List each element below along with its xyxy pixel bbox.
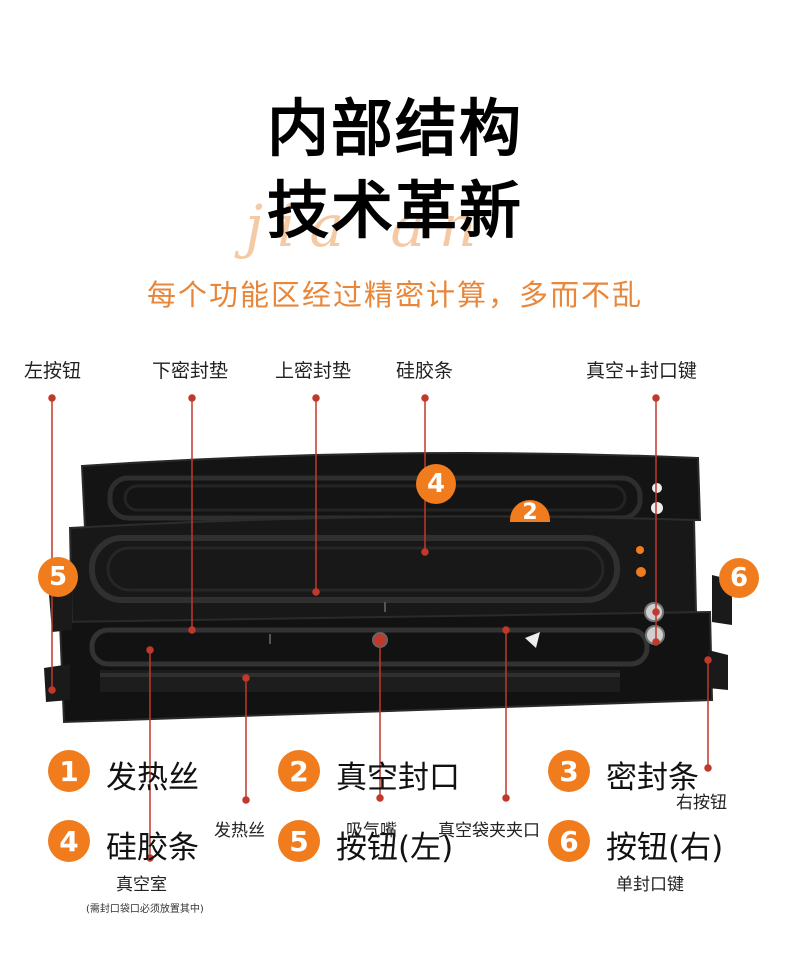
legend-badge-5: 5 (278, 820, 320, 862)
callout-air-nozzle: 吸气嘴 (346, 821, 397, 841)
callout-bag-clip: 真空袋夹夹口 (438, 821, 540, 841)
page-subtitle: 每个功能区经过精密计算，多而不乱 (146, 278, 643, 312)
legend-label-1: 发热丝 (106, 760, 199, 796)
callout-left-button: 左按钮 (24, 360, 82, 382)
decorative-script-text: jia an (245, 192, 491, 260)
legend-badge-1: 1 (48, 750, 90, 792)
image-badge-6: 6 (719, 558, 759, 598)
callout-lower-gasket: 下密封垫 (152, 360, 229, 382)
legend-label-6: 按钮(右) (606, 830, 724, 866)
image-badge-4: 4 (416, 464, 456, 504)
callout-single-seal-key: 单封口键 (616, 875, 684, 895)
page-title-line-2: 技术革新 (266, 174, 523, 247)
legend-label-2: 真空封口 (336, 760, 460, 796)
legend-label-5: 按钮(左) (336, 830, 454, 866)
legend-badge-6: 6 (548, 820, 590, 862)
callout-vacuum-chamber: 真空室 (116, 875, 167, 895)
callout-heating-wire: 发热丝 (214, 821, 265, 841)
callout-right-button: 右按钮 (676, 793, 727, 813)
image-badge-2: 2 (510, 500, 550, 522)
image-badge-5: 5 (38, 557, 78, 597)
callout-vacuum-chamber-note: (需封口袋口必须放置其中) (86, 904, 204, 915)
legend-badge-2: 2 (278, 750, 320, 792)
legend-label-3: 密封条 (606, 760, 699, 796)
callout-silicone-strip: 硅胶条 (396, 360, 454, 382)
page-title-line-1: 内部结构 (266, 92, 523, 165)
callout-upper-gasket: 上密封垫 (275, 360, 352, 382)
legend-badge-4: 4 (48, 820, 90, 862)
callout-vacuum-seal-key: 真空+封口键 (586, 360, 697, 382)
legend-badge-3: 3 (548, 750, 590, 792)
legend-label-4: 硅胶条 (106, 830, 199, 866)
